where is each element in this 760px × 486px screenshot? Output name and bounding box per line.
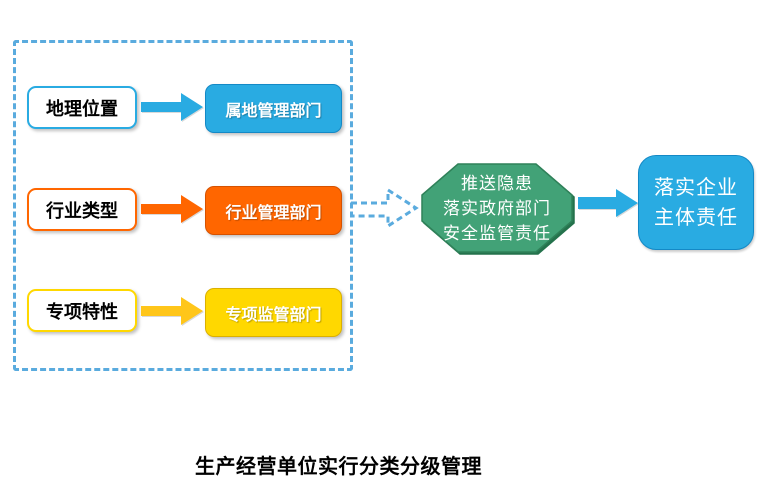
government-node-line2: 落实政府部门: [443, 198, 551, 218]
factor-box-special-characteristics: 专项特性: [27, 289, 137, 332]
dept-label: 属地管理部门: [225, 102, 322, 120]
dept-label: 行业管理部门: [225, 204, 322, 222]
dept-box-special-supervision: 专项监管部门: [205, 288, 342, 337]
government-node-text: 推送隐患 落实政府部门 安全监管责任: [421, 163, 573, 253]
classification-group-box: [13, 40, 353, 371]
diagram-caption: 生产经营单位实行分类分级管理: [195, 456, 482, 478]
factor-box-industry-type: 行业类型: [27, 188, 137, 231]
octagon-shape: [421, 163, 573, 253]
government-node-line1: 推送隐患: [461, 173, 533, 193]
arrow-right-icon: [141, 195, 203, 223]
arrow-right-icon-large-blue: [578, 189, 638, 217]
factor-label: 行业类型: [46, 200, 118, 221]
dashed-arrow-right-icon: [351, 187, 419, 229]
arrow-right-icon: [141, 93, 203, 121]
factor-label: 地理位置: [46, 98, 118, 119]
dept-label: 专项监管部门: [225, 306, 322, 324]
arrow-right-icon: [578, 189, 638, 217]
dashed-arrow-outline: [351, 187, 419, 229]
factor-label: 专项特性: [46, 301, 118, 322]
government-node-line3: 安全监管责任: [443, 223, 551, 243]
enterprise-responsibility-node: 落实企业 主体责任: [638, 155, 754, 250]
dept-box-industry-management: 行业管理部门: [205, 186, 342, 235]
factor-box-geographic-location: 地理位置: [27, 86, 137, 129]
arrow-right-icon: [141, 297, 203, 325]
arrow-right-icon-blue: [141, 93, 203, 121]
enterprise-node-line1: 落实企业: [654, 176, 738, 199]
octagon-shape-icon: [421, 163, 573, 253]
arrow-right-icon-yellow: [141, 297, 203, 325]
arrow-right-icon-orange: [141, 195, 203, 223]
dept-box-territorial-management: 属地管理部门: [205, 84, 342, 133]
enterprise-node-line2: 主体责任: [654, 206, 738, 229]
government-responsibility-node: 推送隐患 落实政府部门 安全监管责任: [421, 163, 573, 253]
